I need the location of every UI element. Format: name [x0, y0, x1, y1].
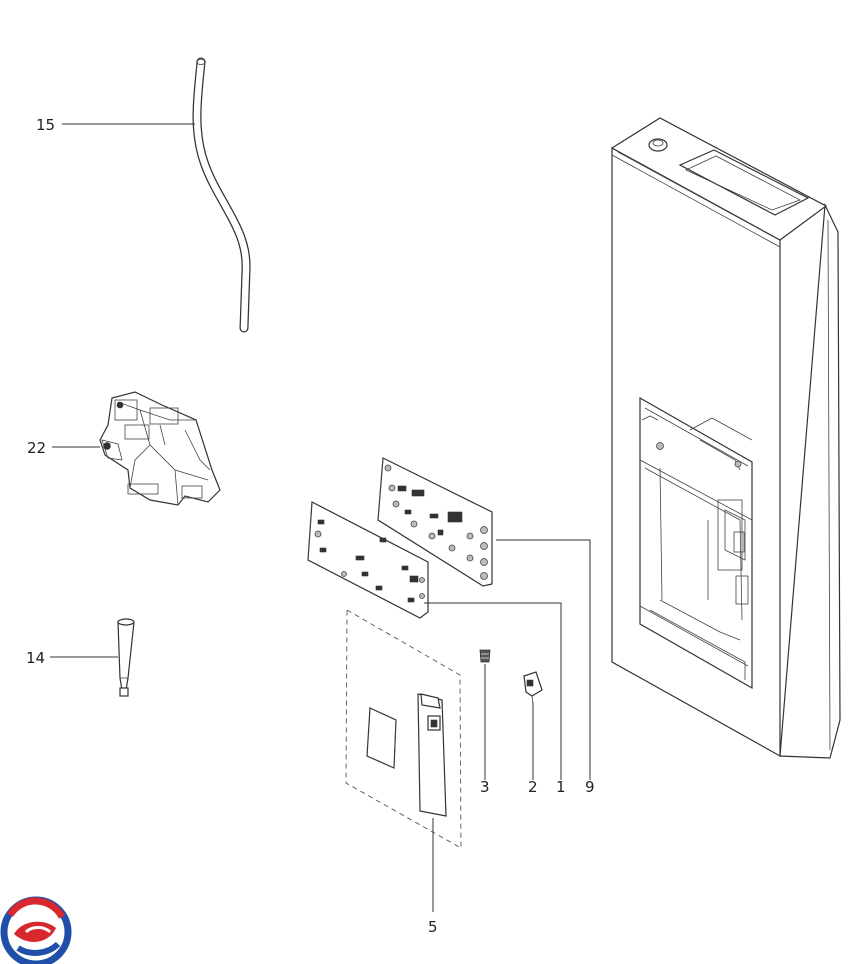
part-5-trim-kit — [345, 609, 462, 849]
leader-1 — [424, 602, 562, 780]
part-2-sensor — [523, 671, 543, 705]
brand-logo — [0, 896, 72, 964]
callout-2: 2 — [528, 778, 538, 796]
callout-22: 22 — [27, 439, 46, 457]
callout-15: 15 — [36, 116, 55, 134]
leader-9 — [496, 539, 591, 780]
door-panel — [610, 117, 841, 759]
part-14-shaft — [117, 618, 135, 697]
callout-9: 9 — [585, 778, 595, 796]
part-9-control-board — [377, 457, 493, 587]
part-22-mechanism — [99, 391, 221, 506]
part-15-tube — [192, 57, 251, 333]
callout-5: 5 — [428, 918, 438, 936]
callout-1: 1 — [556, 778, 566, 796]
part-3-spring — [479, 649, 491, 663]
part-1-display-board — [307, 501, 429, 619]
callout-14: 14 — [26, 649, 45, 667]
callout-3: 3 — [480, 778, 490, 796]
